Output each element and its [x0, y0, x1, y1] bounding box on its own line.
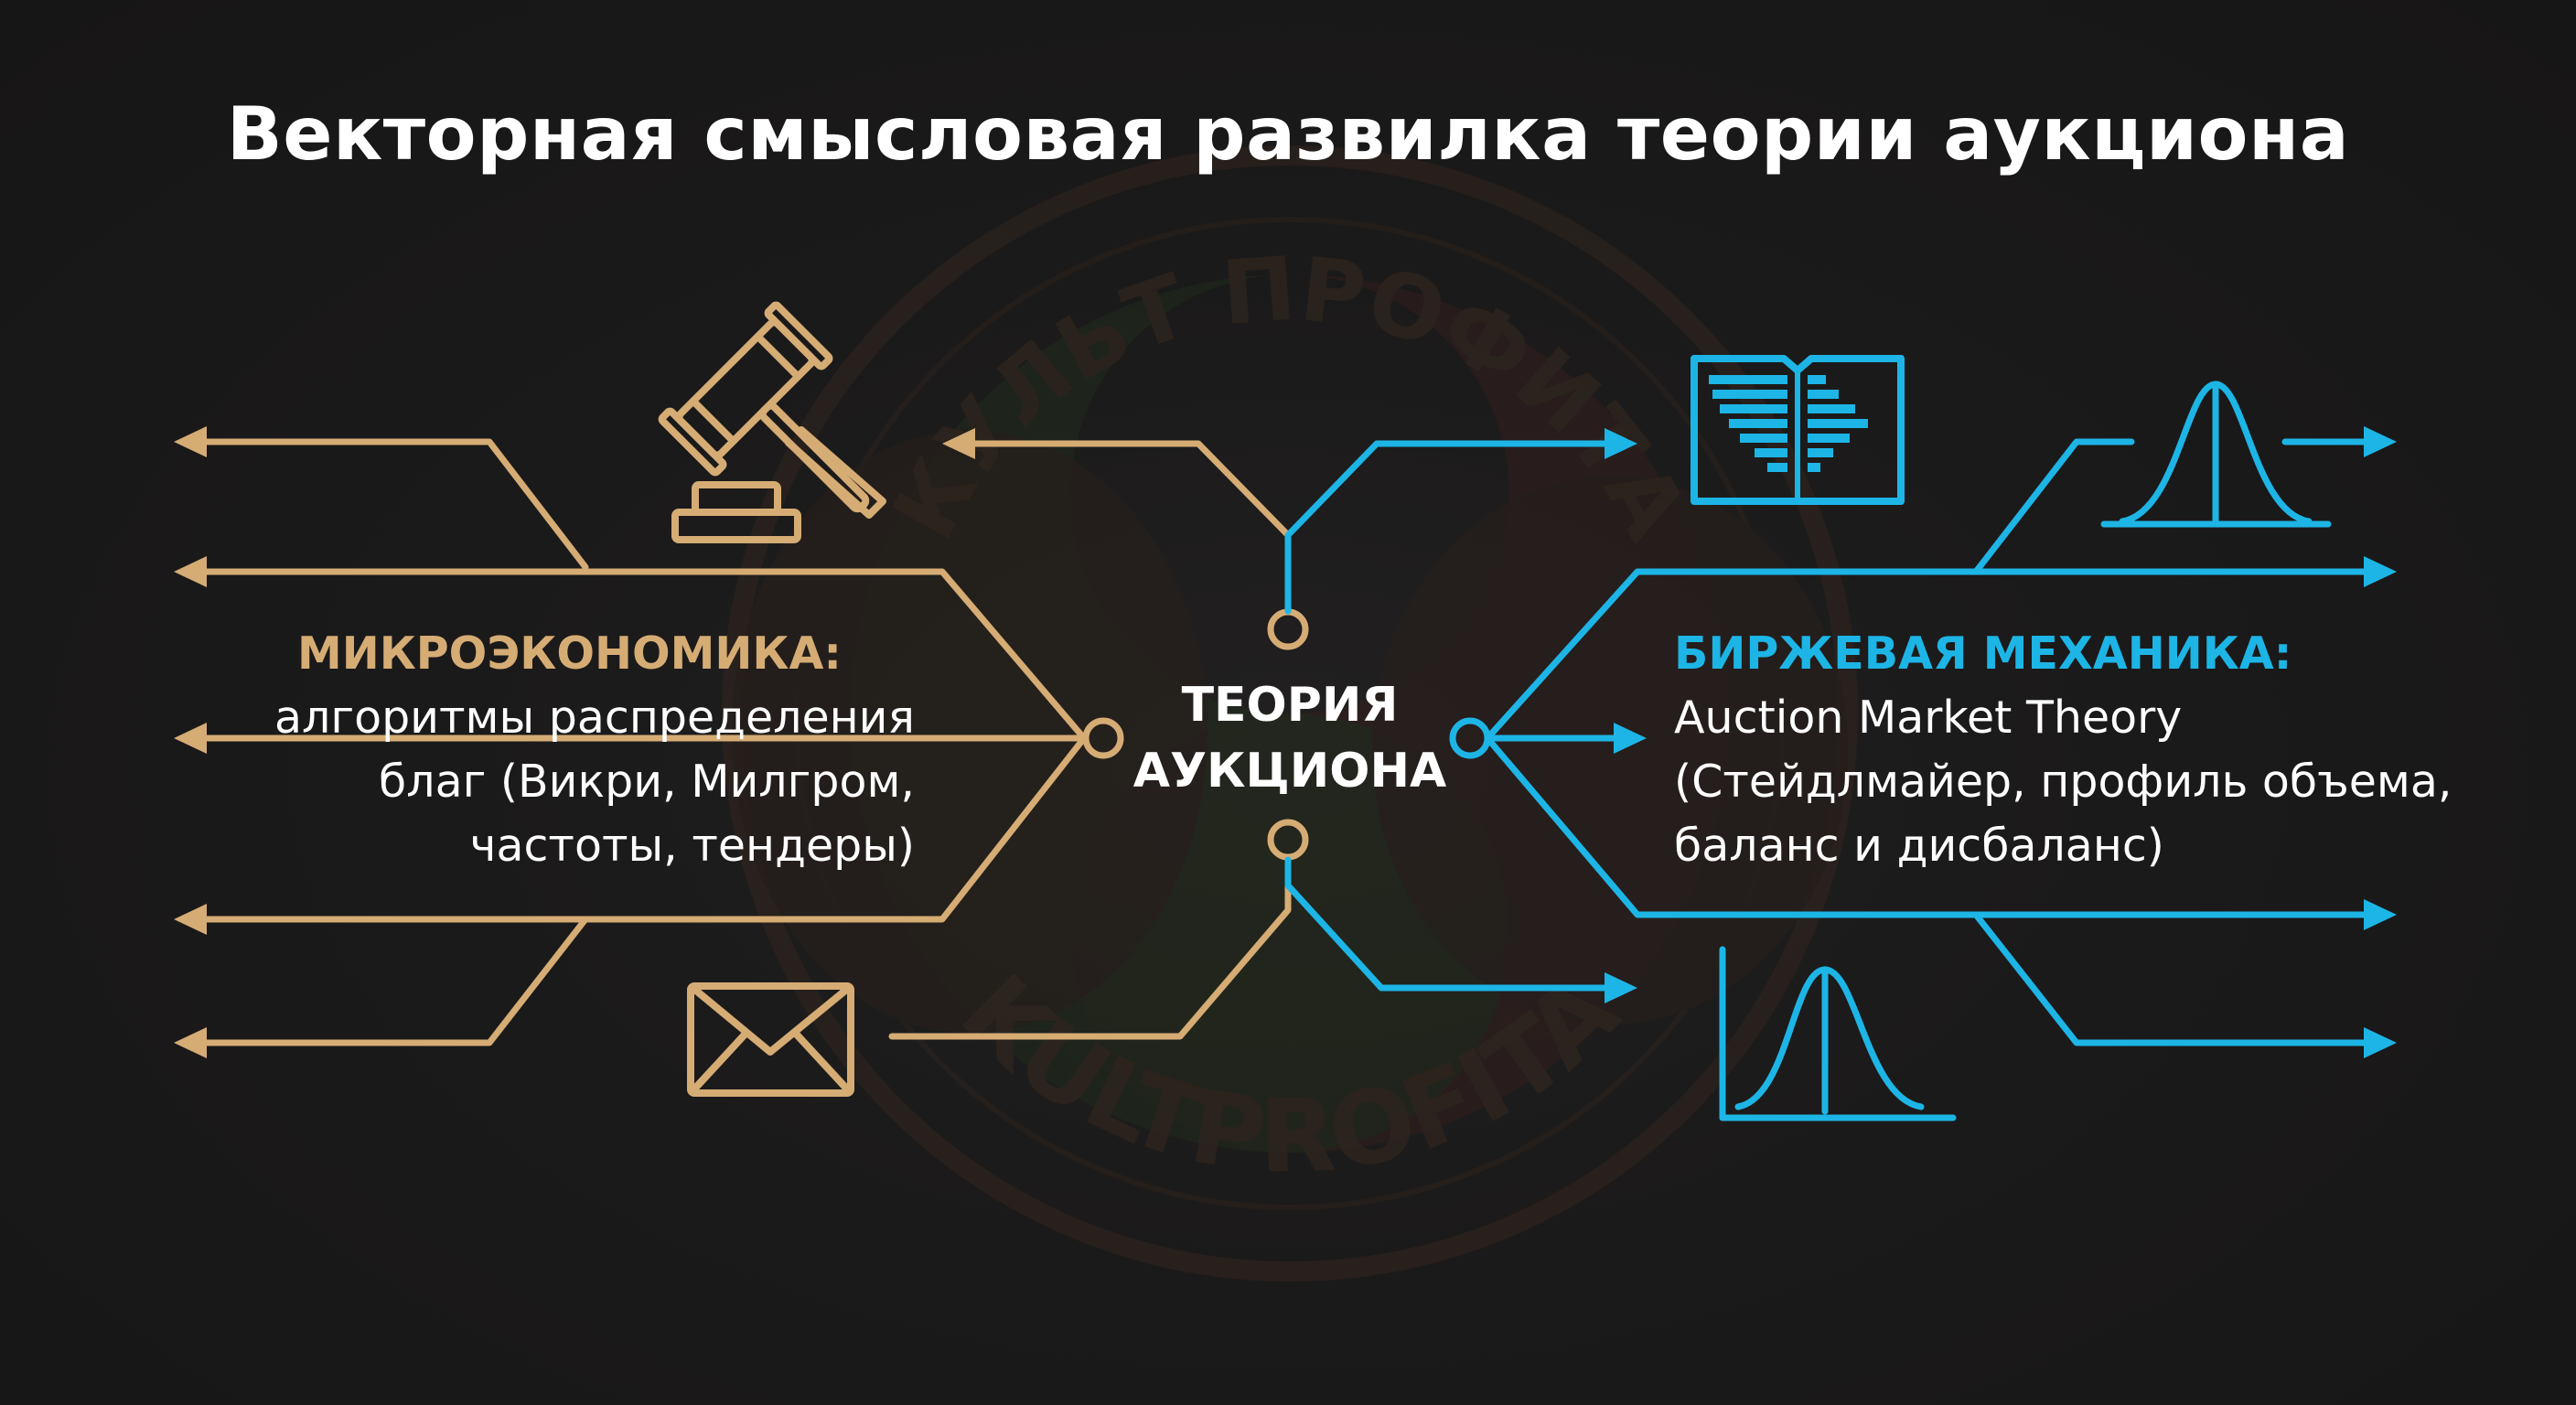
order-book-icon	[1690, 355, 1905, 505]
bell-curve-icon	[2100, 381, 2332, 528]
center-blue-branch-bottom	[1284, 856, 1618, 992]
right-arrow-4	[1972, 438, 2135, 575]
left-arrow-5	[184, 916, 589, 1046]
right-arrow-5	[1972, 911, 2373, 1046]
auction-theory-block: ТЕОРИЯ АУКЦИОНА	[1061, 672, 1519, 804]
exchange-mechanics-line-1: Auction Market Theory	[1674, 692, 2183, 744]
left-arrow-1	[184, 438, 589, 571]
node-center-top	[1267, 608, 1309, 650]
exchange-mechanics-block: БИРЖЕВАЯ МЕХАНИКА: Auction Market Theory…	[1674, 622, 2552, 878]
microeconomics-line-2: благ (Викри, Милгром,	[379, 756, 915, 808]
left-arrow-4	[184, 735, 1088, 923]
microeconomics-line-1: алгоритмы распределения	[274, 692, 915, 744]
auction-theory-line-1: ТЕОРИЯ	[1181, 678, 1399, 733]
center-blue-branch-top	[1284, 440, 1618, 615]
exchange-mechanics-heading: БИРЖЕВАЯ МЕХАНИКА:	[1674, 627, 2292, 680]
envelope-icon	[687, 982, 854, 1097]
microeconomics-line-3: частоты, тендеры)	[469, 820, 915, 872]
exchange-mechanics-line-2: (Стейдлмайер, профиль объема,	[1674, 756, 2453, 808]
exchange-mechanics-line-3: баланс и дисбаланс)	[1674, 820, 2164, 872]
page-title: Векторная смысловая развилка теории аукц…	[226, 91, 2350, 177]
right-arrow-3	[1484, 735, 2377, 918]
left-arrow-2	[184, 568, 1088, 742]
right-arrow-1	[1484, 568, 2377, 742]
microeconomics-block: МИКРОЭКОНОМИКА: алгоритмы распределения …	[183, 622, 915, 878]
node-right-hub	[1449, 717, 1491, 759]
microeconomics-heading: МИКРОЭКОНОМИКА:	[296, 627, 842, 680]
gavel-icon	[658, 301, 886, 543]
node-left-hub	[1082, 717, 1124, 759]
distribution-chart-icon	[1719, 946, 1957, 1121]
auction-theory-line-2: АУКЦИОНА	[1132, 744, 1447, 799]
